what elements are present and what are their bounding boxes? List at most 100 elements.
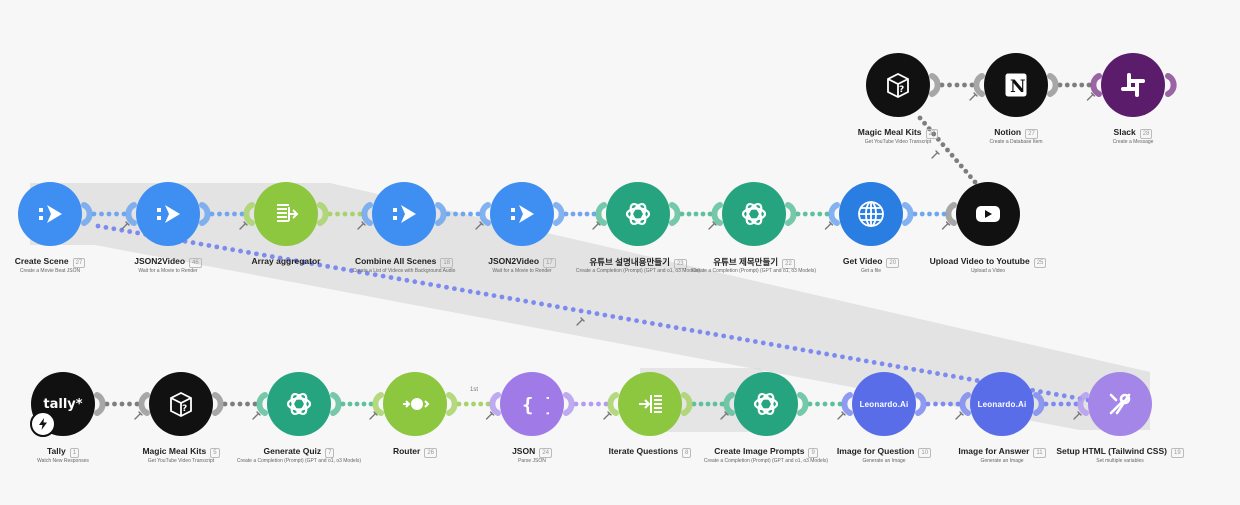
- connection-handle[interactable]: [243, 202, 255, 226]
- connection-handle[interactable]: [959, 392, 971, 416]
- filter-wrench-icon[interactable]: [824, 221, 834, 230]
- connection-handle[interactable]: [1047, 73, 1059, 97]
- connection-handle[interactable]: [595, 202, 607, 226]
- connection-handle[interactable]: [711, 202, 723, 226]
- create-scene-module[interactable]: [18, 182, 82, 246]
- connection-dot: [626, 316, 632, 322]
- box-icon: ?: [881, 68, 915, 102]
- connection-handle[interactable]: [317, 202, 329, 226]
- connection-handle[interactable]: [1165, 73, 1177, 97]
- filter-wrench-icon[interactable]: [955, 411, 964, 420]
- notion-module[interactable]: N: [984, 53, 1048, 117]
- connection-handle[interactable]: [669, 202, 681, 226]
- create-image-prompts-module[interactable]: [734, 372, 798, 436]
- connection-handle[interactable]: [841, 392, 853, 416]
- connection-dot: [817, 211, 823, 217]
- slack-module[interactable]: [1101, 53, 1165, 117]
- connection-handle[interactable]: [973, 73, 985, 97]
- module-title: Get Video: [842, 256, 883, 266]
- filter-wrench-icon[interactable]: [837, 411, 846, 420]
- connection-handle[interactable]: [435, 202, 447, 226]
- combine-all-scenes-module[interactable]: [372, 182, 436, 246]
- connection-handle[interactable]: [902, 202, 914, 226]
- connection-dot: [483, 291, 489, 297]
- connection-dot: [388, 275, 394, 280]
- filter-wrench-icon[interactable]: [708, 221, 717, 230]
- connection-handle[interactable]: [828, 202, 840, 226]
- connection-handle[interactable]: [785, 202, 797, 226]
- connection-handle[interactable]: [553, 202, 565, 226]
- connection-handle[interactable]: [915, 392, 927, 416]
- connection-handle[interactable]: [681, 392, 693, 416]
- connection-handle[interactable]: [489, 392, 501, 416]
- image-for-answer-module[interactable]: Leonardo.Ai: [970, 372, 1034, 436]
- connection-handle[interactable]: [212, 392, 224, 416]
- array-aggregator-module[interactable]: [254, 182, 318, 246]
- connection-dot: [1053, 392, 1059, 397]
- json2video-wait-2-module[interactable]: [490, 182, 554, 246]
- image-for-question-module[interactable]: Leonardo.Ai: [852, 372, 916, 436]
- upload-youtube-module[interactable]: [956, 182, 1020, 246]
- module-title: Notion: [994, 127, 1022, 137]
- filter-wrench-icon[interactable]: [239, 221, 248, 230]
- connection-dot: [114, 211, 119, 217]
- module-number-badge: 7: [325, 448, 335, 458]
- connection-handle[interactable]: [607, 392, 619, 416]
- filter-wrench-icon[interactable]: [720, 411, 729, 420]
- filter-wrench-icon[interactable]: [475, 221, 484, 230]
- filter-wrench-icon[interactable]: [603, 411, 612, 420]
- yt-description-module[interactable]: [606, 182, 670, 246]
- connection-handle[interactable]: [945, 202, 957, 226]
- connection-dot: [459, 287, 465, 293]
- connection-handle[interactable]: [81, 202, 93, 226]
- iterate-questions-module[interactable]: [618, 372, 682, 436]
- filter-wrench-icon[interactable]: [357, 221, 366, 230]
- setup-html-module[interactable]: [1088, 372, 1152, 436]
- connection-handle[interactable]: [1090, 73, 1102, 97]
- json-module[interactable]: { }: [500, 372, 564, 436]
- connection-handle[interactable]: [256, 392, 268, 416]
- get-video-module[interactable]: [839, 182, 903, 246]
- connection-dot: [436, 283, 441, 289]
- magic-meal-kits-top-module[interactable]: ?: [866, 53, 930, 117]
- connection-handle[interactable]: [361, 202, 373, 226]
- connection-handle[interactable]: [1077, 392, 1089, 416]
- connection-handle[interactable]: [199, 202, 211, 226]
- filter-wrench-icon[interactable]: [576, 317, 585, 326]
- connection-handle[interactable]: [1033, 392, 1045, 416]
- filter-wrench-icon[interactable]: [485, 411, 495, 420]
- connection-handle[interactable]: [723, 392, 735, 416]
- filter-wrench-icon[interactable]: [121, 221, 130, 230]
- connection-dot: [428, 282, 434, 287]
- filter-wrench-icon[interactable]: [969, 92, 978, 101]
- magic-meal-kits-module[interactable]: ?: [149, 372, 213, 436]
- filter-wrench-icon[interactable]: [134, 411, 143, 420]
- connection-dot: [584, 211, 590, 217]
- connection-handle[interactable]: [479, 202, 491, 226]
- router-module[interactable]: [383, 372, 447, 436]
- filter-wrench-icon[interactable]: [252, 411, 261, 420]
- connection-handle[interactable]: [446, 392, 458, 416]
- connection-handle[interactable]: [330, 392, 342, 416]
- filter-wrench-icon[interactable]: [941, 221, 951, 230]
- connection-handle[interactable]: [94, 392, 106, 416]
- connection-dot: [372, 272, 378, 278]
- filter-wrench-icon[interactable]: [369, 411, 378, 420]
- generate-quiz-module[interactable]: [267, 372, 331, 436]
- filter-wrench-icon[interactable]: [1073, 411, 1082, 420]
- connection-handle[interactable]: [929, 73, 941, 97]
- connection-handle[interactable]: [372, 392, 384, 416]
- yt-title-module[interactable]: [722, 182, 786, 246]
- connection-handle[interactable]: [563, 392, 575, 416]
- connection-dot: [700, 211, 706, 217]
- connection-handle[interactable]: [138, 392, 150, 416]
- filter-wrench-icon[interactable]: [1086, 92, 1096, 101]
- filter-wrench-icon[interactable]: [592, 221, 601, 230]
- connection-handle[interactable]: [125, 202, 137, 226]
- connection-handle[interactable]: [797, 392, 809, 416]
- connection-dot: [679, 211, 685, 217]
- filter-wrench-icon[interactable]: [931, 150, 940, 159]
- json2video-wait-module[interactable]: [136, 182, 200, 246]
